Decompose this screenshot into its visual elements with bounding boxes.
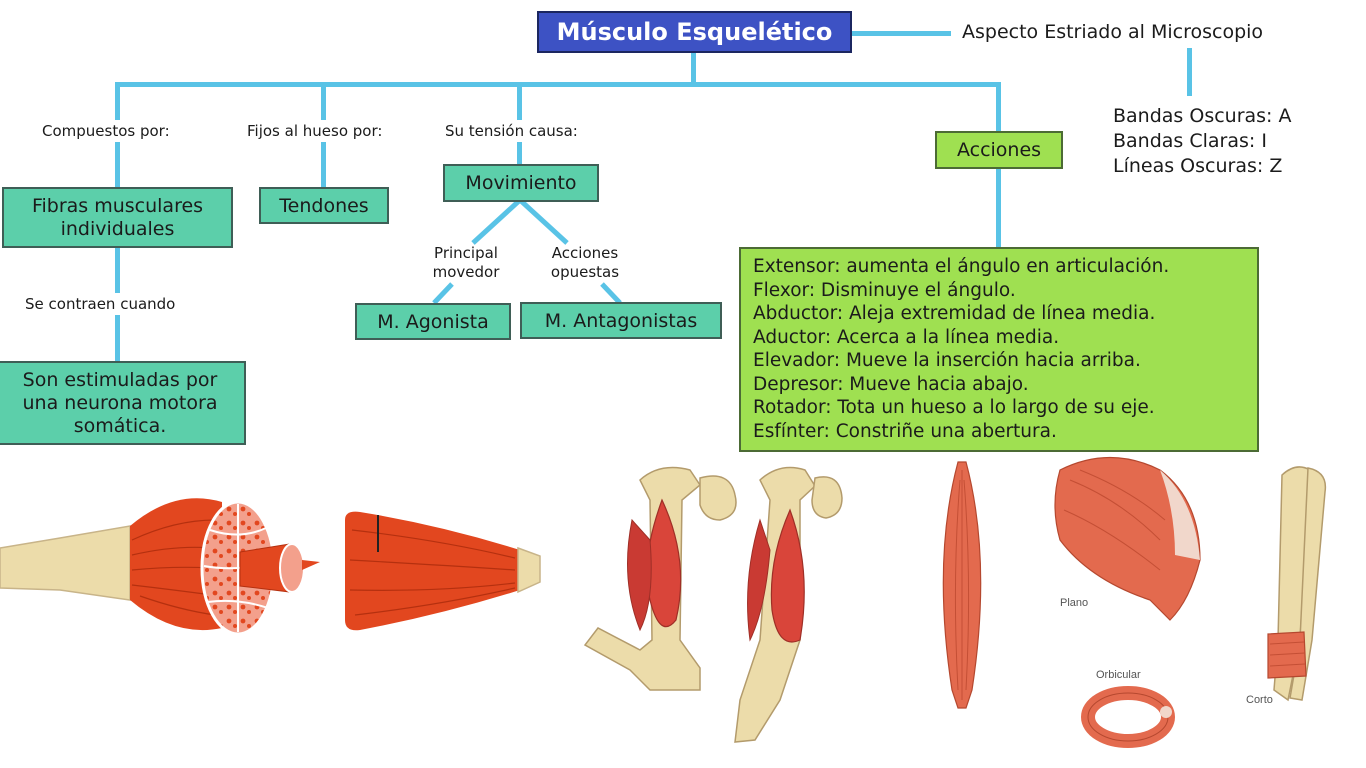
tendons-node: Tendones [259,187,389,224]
short-muscle-illustration [1267,466,1327,702]
connector-fibers-contract [115,247,120,293]
short-label: Corto [1246,694,1273,706]
prime-mover-label: Principal movedor [432,244,500,281]
arm-illustrations [583,466,843,743]
contract-label: Se contraen cuando [25,295,176,313]
connector-microscope-bands [1187,48,1192,96]
page-title: Músculo Esquelético [537,11,852,53]
connector-actions-list [996,168,1001,248]
connector-title-down [691,52,696,84]
connector-bus-tension [517,82,522,120]
agonist-node: M. Agonista [355,303,511,340]
connector-title-microscope [851,31,951,36]
action-extensor: Extensor: aumenta el ángulo en articulac… [753,256,1170,277]
connector-fixed-tendons [321,142,326,188]
action-depresor: Depresor: Mueve hacia abajo. [753,373,1029,395]
microscope-label: Aspecto Estriado al Microscopio [962,21,1264,43]
action-elevador: Elevador: Mueve la inserción hacia arrib… [753,350,1141,371]
connector-bus-actions [996,82,1001,132]
flat-label: Plano [1060,597,1088,609]
band-dark: Bandas Oscuras: A [1113,105,1292,127]
stimulated-node: Son estimuladas por una neurona motora s… [0,361,246,445]
connector-main-bus [115,82,1000,87]
connector-contract-stimulated [115,315,120,362]
actions-node: Acciones [935,131,1063,169]
action-rotador: Rotador: Tota un hueso a lo largo de su … [753,397,1155,418]
movement-node: Movimiento [443,164,599,202]
connector-bus-fixed [321,82,326,120]
band-light: Bandas Claras: I [1113,130,1267,152]
microscope-bands: Bandas Oscuras: A Bandas Claras: I Línea… [1113,104,1292,179]
flat-muscle-illustration [1054,457,1201,621]
fixed-label: Fijos al hueso por: [247,122,383,140]
orbicular-muscle-illustration [1081,686,1175,748]
tension-label: Su tensión causa: [445,122,578,140]
action-esfinter: Esfínter: Constriñe una abertura. [753,420,1057,442]
opposite-label: Acciones opuestas [550,244,620,281]
actions-list: Extensor: aumenta el ángulo en articulac… [739,247,1259,452]
fusiform-muscle-illustration [942,461,982,709]
action-abductor: Abductor: Aleja extremidad de línea medi… [753,303,1156,324]
action-aductor: Aductor: Acerca a la línea media. [753,326,1060,348]
muscle-section-illustration [0,498,541,636]
orbicular-label: Orbicular [1096,669,1141,681]
fibers-node: Fibras musculares individuales [2,187,233,248]
band-lines: Líneas Oscuras: Z [1113,155,1283,177]
composed-label: Compuestos por: [42,122,170,140]
action-flexor: Flexor: Disminuye el ángulo. [753,279,1016,301]
connector-bus-composed [115,82,120,120]
connector-composed-fibers [115,142,120,188]
antagonists-node: M. Antagonistas [520,302,722,339]
connector-tension-movement [517,142,522,164]
